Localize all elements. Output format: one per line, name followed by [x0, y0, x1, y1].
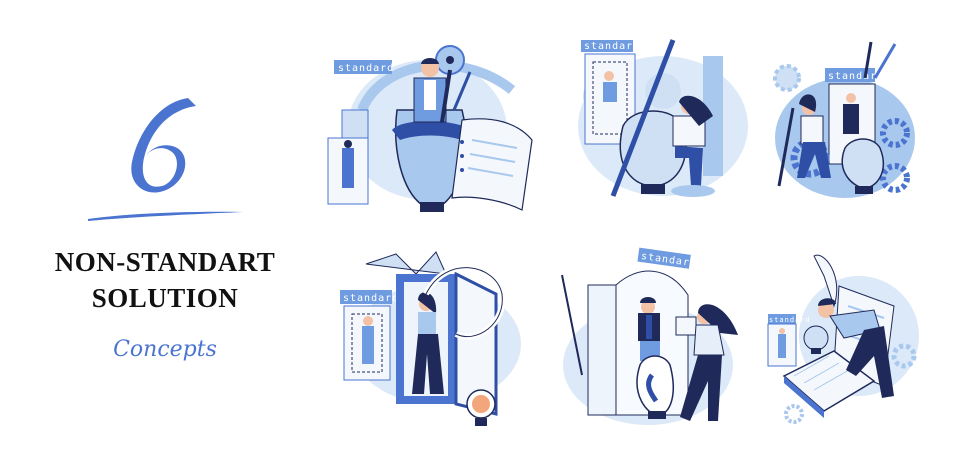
illustration-man-book: standard	[764, 246, 924, 426]
illustration-woman-document: standard	[548, 245, 753, 435]
subtitle: Concepts	[113, 337, 217, 362]
illustration-woman-gears: standard	[765, 38, 925, 208]
title-panel: NON-STANDART SOLUTION Concepts	[0, 0, 320, 466]
svg-text:standard: standard	[584, 41, 640, 52]
title-line-1: NON-STANDART	[54, 247, 276, 277]
brush-underline	[88, 211, 243, 221]
title-line-2: SOLUTION	[91, 283, 239, 313]
svg-text:standard: standard	[343, 293, 399, 304]
illustration-woman-painting: standard	[553, 36, 758, 206]
svg-text:standard: standard	[769, 316, 811, 324]
illustration-woman-doorway: standard	[326, 244, 531, 434]
number-six-graphic	[131, 98, 196, 193]
illustration-meditating-man: standard	[322, 30, 537, 220]
svg-text:standard: standard	[828, 71, 884, 82]
svg-text:standard: standard	[338, 63, 394, 74]
